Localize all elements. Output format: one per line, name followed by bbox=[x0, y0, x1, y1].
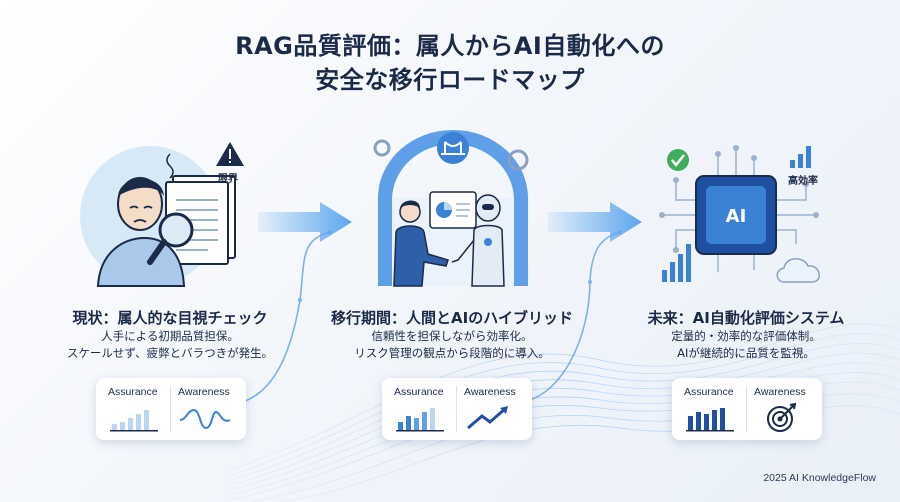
stage2-metric-card: Assurance Awareness bbox=[382, 378, 532, 440]
card-divider bbox=[746, 386, 747, 432]
progress-arrow-1 bbox=[258, 202, 352, 242]
assurance-label: Assurance bbox=[108, 386, 158, 398]
assurance-label: Assurance bbox=[394, 386, 444, 398]
growth-bars-icon bbox=[662, 244, 691, 282]
stage2-desc-line2: リスク管理の観点から段階的に導入。 bbox=[354, 346, 550, 360]
magnifying-glass-icon bbox=[147, 212, 194, 265]
stage3-desc-line2: AIが継続的に品質を監視。 bbox=[677, 346, 815, 360]
awareness-label: Awareness bbox=[178, 386, 230, 398]
checkmark-icon bbox=[667, 149, 689, 171]
dashboard-screen-icon bbox=[429, 191, 477, 229]
businessman-icon bbox=[393, 200, 449, 287]
assurance-bar-icon bbox=[396, 408, 444, 432]
stage3-illustration: AI 高効率 bbox=[659, 145, 820, 283]
page-title-line1: RAG品質評価：属人からAI自動化への bbox=[235, 32, 665, 60]
assurance-bar-icon bbox=[686, 408, 734, 432]
trend-up-arrow-icon bbox=[467, 406, 508, 430]
footer-credit: 2025 AI KnowledgeFlow bbox=[763, 472, 876, 484]
limit-badge-label: 限界 bbox=[218, 173, 238, 185]
efficiency-badge-label: 高効率 bbox=[788, 174, 818, 187]
ai-chip-label: AI bbox=[726, 206, 747, 227]
assurance-label: Assurance bbox=[684, 386, 734, 398]
gear-icon bbox=[373, 139, 529, 171]
card-divider bbox=[456, 386, 457, 432]
bar-chart-icon bbox=[790, 146, 811, 168]
page-title-line2: 安全な移行ロードマップ bbox=[315, 66, 585, 94]
bridge-icon bbox=[437, 132, 469, 164]
awareness-label: Awareness bbox=[754, 386, 806, 398]
awareness-label: Awareness bbox=[464, 386, 516, 398]
stage1-heading: 現状：属人的な目視チェック bbox=[72, 309, 268, 327]
stage1-description: 人手による初期品質担保。 スケールせず、疲弊とバラつきが発生。 bbox=[20, 328, 320, 362]
card-divider bbox=[170, 386, 171, 432]
stage3-metric-card: Assurance Awareness bbox=[672, 378, 822, 440]
wave-icon bbox=[180, 408, 230, 430]
stage1-metric-card: Assurance Awareness bbox=[96, 378, 246, 440]
target-icon bbox=[767, 402, 797, 432]
progress-arrow-2 bbox=[548, 202, 642, 242]
stage2-description: 信頼性を担保しながら効率化。 リスク管理の観点から段階的に導入。 bbox=[302, 328, 602, 362]
stressed-person-icon bbox=[96, 153, 186, 287]
stage3-description: 定量的・効率的な評価体制。 AIが継続的に品質を監視。 bbox=[596, 328, 896, 362]
assurance-bar-icon bbox=[110, 410, 158, 432]
ai-chip-icon: AI bbox=[695, 175, 777, 255]
stage2-heading: 移行期間：人間とAIのハイブリッド bbox=[331, 309, 573, 327]
stage1-desc-line1: 人手による初期品質担保。 bbox=[101, 329, 239, 343]
warning-icon bbox=[216, 142, 244, 166]
stage2-desc-line1: 信頼性を担保しながら効率化。 bbox=[371, 329, 533, 343]
stage2-illustration bbox=[373, 130, 529, 287]
stage1-desc-line2: スケールせず、疲弊とバラつきが発生。 bbox=[66, 346, 274, 360]
stage3-desc-line1: 定量的・効率的な評価体制。 bbox=[671, 329, 821, 343]
cloud-icon bbox=[776, 258, 820, 283]
robot-icon bbox=[451, 194, 505, 287]
stage3-heading: 未来：AI自動化評価システム bbox=[647, 309, 845, 327]
stage1-illustration: 限界 bbox=[80, 142, 244, 287]
